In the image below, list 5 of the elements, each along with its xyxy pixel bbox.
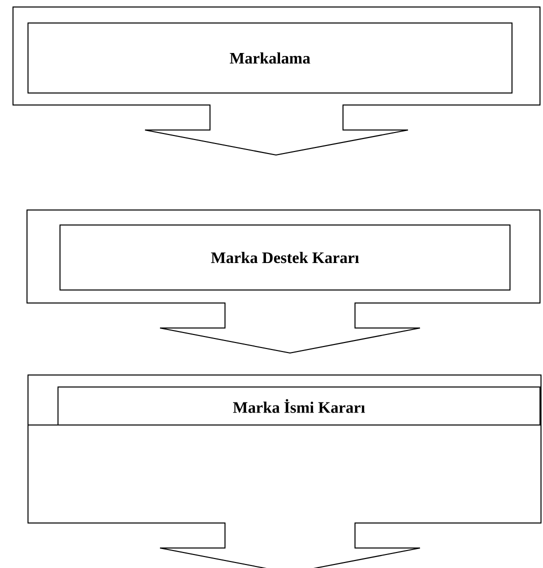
arrow-callout-box xyxy=(12,6,540,156)
arrow-callout-box xyxy=(26,210,540,354)
text-box: Markalama xyxy=(28,22,512,94)
text-box: Marka Destek Kararı xyxy=(60,224,510,290)
text-box: Marka İsmi Kararı xyxy=(58,386,540,426)
